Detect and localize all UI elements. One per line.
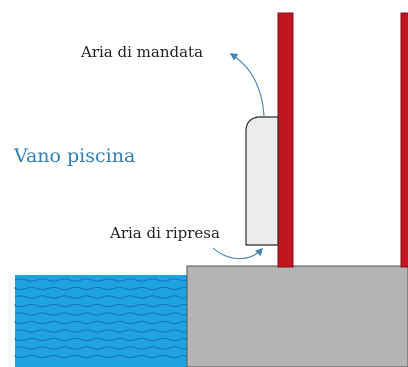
room-label: Vano piscina [13,145,135,167]
right-wall [400,12,408,268]
pool-water-waves [14,278,188,359]
wave-line [14,329,188,333]
pool-water-surface [15,275,187,367]
pool-water [14,275,188,367]
supply-air-label: Aria di mandata [80,43,203,61]
wave-line [14,303,188,308]
floor-slab [186,265,408,367]
wave-line [14,320,188,325]
air-unit [245,116,279,246]
wave-line [14,312,188,316]
wave-line [14,295,188,299]
wave-line [14,346,188,350]
return-air-label: Aria di ripresa [109,224,220,242]
supply-air-arrow [229,53,265,117]
return-air-arrow [212,247,264,260]
wave-line [14,278,188,282]
wave-line [14,286,188,291]
wave-line [14,354,188,359]
wave-line [14,337,188,342]
left-wall [277,12,294,268]
